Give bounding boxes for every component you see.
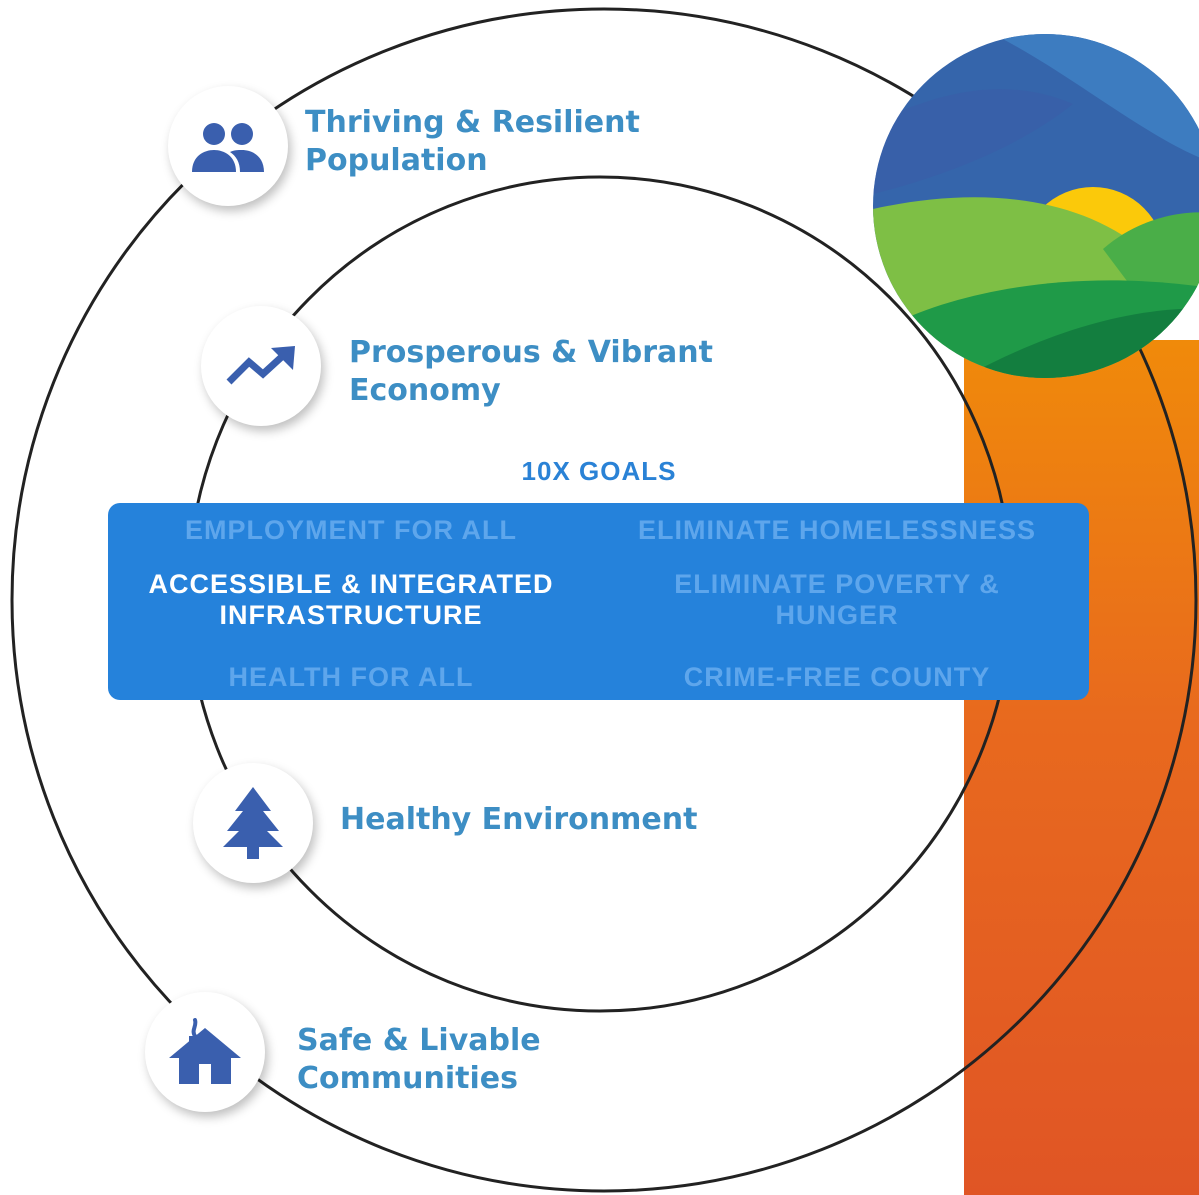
goal-employment: EMPLOYMENT FOR ALL	[148, 515, 554, 546]
sunrise-logo	[873, 34, 1199, 378]
pillar-label-line: Communities	[297, 1061, 518, 1096]
pillar-label-line: Economy	[349, 373, 501, 408]
pillar-label-line: Safe & Livable	[297, 1023, 541, 1058]
orange-accent-bar	[964, 340, 1199, 1195]
outer-ring	[10, 7, 1198, 1193]
pillar-label-line: Thriving & Resilient	[305, 105, 640, 140]
goal-poverty: ELIMINATE POVERTY & HUNGER	[628, 569, 1046, 631]
pillar-label-line: Healthy Environment	[340, 802, 698, 837]
goal-crime: CRIME-FREE COUNTY	[628, 662, 1046, 693]
tree-icon	[223, 787, 283, 859]
goals-title: 10X GOALS	[521, 456, 677, 486]
goal-text: INFRASTRUCTURE	[219, 600, 483, 630]
house-icon	[169, 1018, 241, 1084]
pillar-label-communities: Safe & Livable Communities	[297, 1022, 541, 1098]
goal-text: HUNGER	[775, 600, 899, 630]
goal-health: HEALTH FOR ALL	[148, 662, 554, 693]
trending-up-icon	[226, 346, 295, 385]
pillar-label-line: Prosperous & Vibrant	[349, 335, 713, 370]
pillar-label-population: Thriving & Resilient Population	[305, 104, 640, 180]
goal-text: ELIMINATE HOMELESSNESS	[637, 515, 1037, 545]
goal-text: EMPLOYMENT FOR ALL	[185, 515, 517, 545]
pillar-label-environment: Healthy Environment	[340, 801, 697, 839]
goals-panel: EMPLOYMENT FOR ALL ELIMINATE HOMELESSNES…	[108, 503, 1089, 700]
pillar-badge-population	[168, 86, 288, 206]
goal-text: CRIME-FREE COUNTY	[683, 662, 991, 692]
pillar-badge-environment	[193, 763, 313, 883]
people-icon	[192, 123, 264, 172]
pillar-label-line: Population	[305, 143, 488, 178]
goal-text: HEALTH FOR ALL	[228, 662, 474, 692]
goal-text: ELIMINATE POVERTY &	[674, 569, 1000, 599]
goal-homelessness: ELIMINATE HOMELESSNESS	[628, 515, 1046, 546]
pillar-badge-communities	[145, 992, 265, 1112]
pillar-label-economy: Prosperous & Vibrant Economy	[349, 334, 713, 410]
goal-infrastructure: ACCESSIBLE & INTEGRATED INFRASTRUCTURE	[148, 569, 554, 631]
goal-text: ACCESSIBLE & INTEGRATED	[148, 569, 554, 599]
pillar-badge-economy	[201, 306, 321, 426]
